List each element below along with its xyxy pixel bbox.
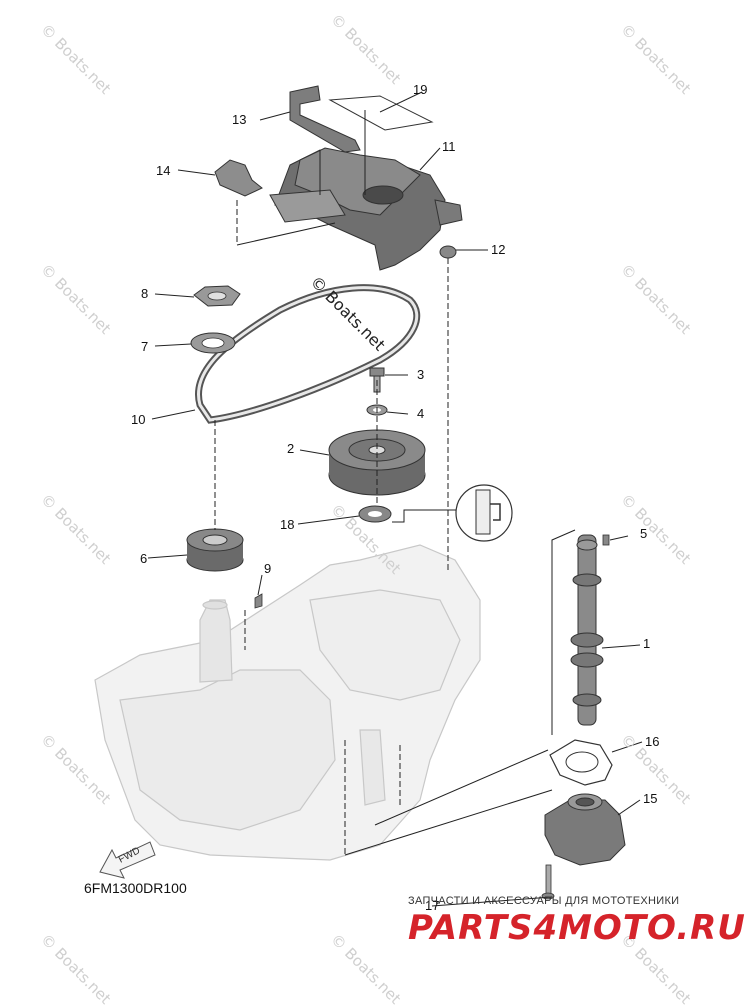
camshaft — [570, 534, 604, 726]
gasket-strip — [328, 95, 434, 131]
washer-7 — [190, 332, 236, 354]
callout-15[interactable]: 15 — [643, 791, 658, 806]
callout-12[interactable]: 12 — [491, 242, 506, 257]
callout-13[interactable]: 13 — [232, 112, 247, 127]
callout-16[interactable]: 16 — [645, 734, 660, 749]
callout-9[interactable]: 9 — [264, 561, 272, 576]
nut — [193, 285, 241, 307]
timing-belt — [195, 284, 421, 424]
gasket — [549, 739, 613, 786]
brand-logo-text[interactable]: PARTS4MOTO.RU — [408, 908, 746, 948]
callout-17[interactable]: 17 — [425, 898, 440, 913]
timing-belt-cover — [269, 147, 463, 271]
pump-housing — [544, 793, 626, 866]
callout-18[interactable]: 18 — [280, 517, 295, 532]
callout-4[interactable]: 4 — [417, 406, 425, 421]
callout-10[interactable]: 10 — [131, 412, 146, 427]
seal-detail — [455, 484, 513, 542]
woodruff-key — [254, 593, 263, 609]
engine-block — [94, 544, 481, 861]
dowel-pin — [602, 534, 610, 546]
callout-1[interactable]: 1 — [643, 636, 651, 651]
grommet — [214, 159, 263, 197]
parts-diagram — [94, 85, 643, 907]
callout-3[interactable]: 3 — [417, 367, 425, 382]
callout-2[interactable]: 2 — [287, 441, 295, 456]
hose — [289, 85, 361, 153]
callout-14[interactable]: 14 — [156, 163, 171, 178]
brand-tagline: ЗАПЧАСТИ И АКСЕССУАРЫ ДЛЯ МОТОТЕХНИКИ — [408, 895, 680, 907]
drive-pulley — [186, 528, 244, 572]
leader-lines — [147, 91, 643, 907]
fwd-arrow — [99, 841, 156, 879]
callout-11[interactable]: 11 — [442, 139, 456, 154]
callout-19[interactable]: 19 — [413, 82, 428, 97]
callout-6[interactable]: 6 — [140, 551, 148, 566]
diagram-code: 6FM1300DR100 — [84, 880, 187, 896]
oil-seal — [358, 505, 392, 523]
pump-bolt — [541, 864, 555, 900]
callout-8[interactable]: 8 — [141, 286, 149, 301]
callout-7[interactable]: 7 — [141, 339, 149, 354]
callout-5[interactable]: 5 — [640, 526, 648, 541]
collar — [439, 245, 457, 259]
